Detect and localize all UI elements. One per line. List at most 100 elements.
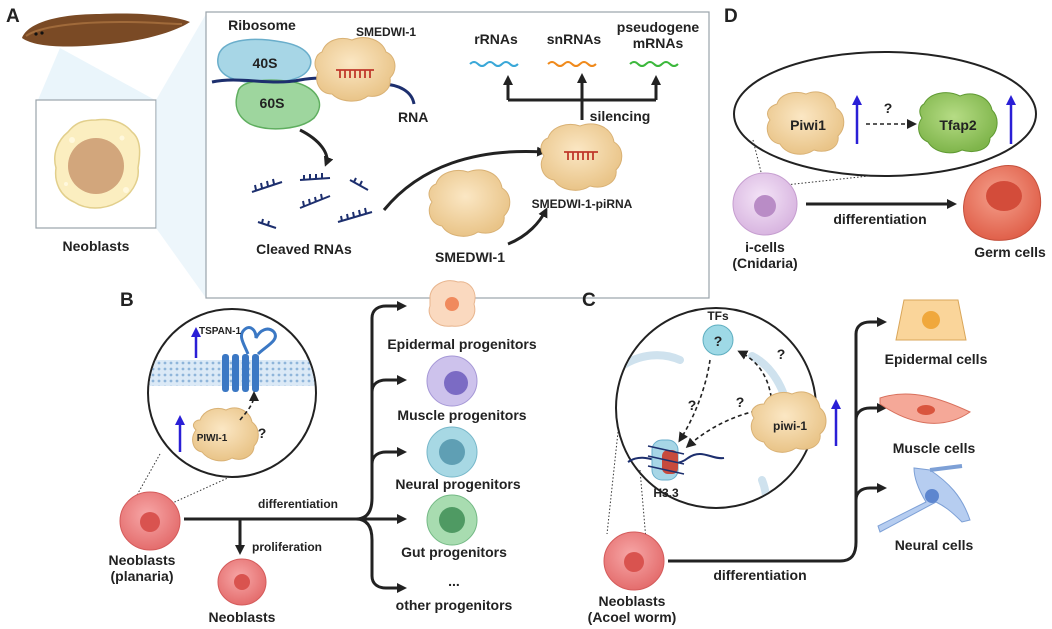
epidermal-cell [895, 299, 967, 341]
neoblasts-acoel-line1: Neoblasts [599, 593, 666, 609]
loading-arrow [382, 146, 547, 211]
c-branch-epidermal [668, 317, 887, 563]
c-branch-neural [854, 483, 887, 501]
neoblasts-acoel-line2: (Acoel worm) [588, 609, 677, 625]
piwi1-question: ? [884, 100, 893, 116]
smedwi-pirna-complex [540, 123, 623, 191]
c-target-neural: Neural cells [895, 537, 974, 553]
complex-label: SMEDWI-1-piRNA [532, 197, 633, 211]
c-branch-muscle [854, 403, 887, 421]
b-target-epidermal: Epidermal progenitors [387, 336, 537, 352]
zoom-dotline-c-left [606, 431, 619, 535]
neoblast-daughter [217, 558, 267, 606]
neoblasts-planaria-line2: (planaria) [110, 568, 173, 584]
nucleosome-h33 [627, 439, 725, 481]
piwi-to-tf-arrow [737, 350, 773, 405]
piwi1-protein: Piwi1 [766, 91, 845, 155]
epidermal-progenitor-cell [428, 280, 476, 327]
panel-b: B TSPAN-1 PIWI-1 ? Neoblasts [109, 280, 537, 625]
piwi1-to-tspan1-arrow [239, 391, 259, 421]
tfap2-protein: Tfap2 [918, 92, 998, 154]
icells-label-line1: i-cells [745, 239, 785, 255]
zoom-wedge [38, 48, 155, 100]
pseudogene-label-line2: mRNAs [633, 35, 684, 51]
piwi1-label-c: piwi-1 [773, 419, 807, 433]
panel-a: A Neoblasts Ribosome 4 [6, 6, 710, 299]
piwi1-label-b: PIWI-1 [197, 433, 228, 444]
b-target-neural: Neural progenitors [395, 476, 520, 492]
neoblasts-planaria-line1: Neoblasts [109, 552, 176, 568]
tspan1-label: TSPAN-1 [199, 326, 241, 337]
germ-cell [963, 165, 1042, 241]
icell [732, 172, 798, 236]
b-differentiation-label: differentiation [258, 497, 338, 511]
b-proliferation-label: proliferation [252, 540, 322, 554]
zoom-dotline-right [775, 175, 870, 187]
b-target-gut: Gut progenitors [401, 544, 507, 560]
neoblast-acoel [603, 531, 665, 591]
piwi1-protein-b [192, 407, 259, 462]
c-question-2: ? [688, 397, 697, 413]
b-branch-other [355, 517, 407, 593]
gut-progenitor-cell [426, 494, 478, 546]
muscle-progenitor-cell [426, 355, 478, 407]
planarian-worm [22, 13, 190, 47]
piwi1-question-b: ? [258, 425, 267, 441]
h33-label: H3.3 [653, 486, 679, 500]
c-target-epidermal: Epidermal cells [885, 351, 988, 367]
zoom-dotline-c-right [639, 469, 647, 541]
c-question-1: ? [777, 346, 786, 362]
panel-c: C ? TFs ? ? ? piwi-1 [582, 290, 988, 625]
snrna-wave [547, 61, 597, 67]
ribosome-60s-label: 60S [260, 95, 285, 111]
tf-to-h33-arrow [678, 359, 711, 443]
rna-label: RNA [398, 109, 428, 125]
panel-c-letter: C [582, 290, 596, 311]
piwi1-protein-c [750, 391, 827, 453]
panel-a-letter: A [6, 6, 20, 27]
smedwi-protein-top [314, 37, 396, 102]
snrnas-label: snRNAs [547, 31, 602, 47]
zoom-dotline-left [752, 139, 765, 185]
neoblast-cell-large [54, 118, 141, 209]
smedwi-bottom-label: SMEDWI-1 [435, 249, 505, 265]
smedwi-top-label: SMEDWI-1 [356, 25, 416, 39]
neoblasts-label: Neoblasts [63, 238, 130, 254]
d-differentiation-label: differentiation [833, 211, 926, 227]
piwi1-label: Piwi1 [790, 117, 826, 133]
c-target-muscle: Muscle cells [893, 440, 976, 456]
neoblasts-daughter-label: Neoblasts [209, 609, 276, 625]
cleaved-rnas-label: Cleaved RNAs [256, 241, 352, 257]
neural-progenitor-cell [426, 426, 478, 478]
zoom-wedge-main [156, 14, 206, 298]
panel-d: D Piwi1 ? Tfap2 differentiation i-cells … [724, 6, 1046, 271]
muscle-cell [879, 393, 972, 424]
icells-label-line2: (Cnidaria) [732, 255, 797, 271]
smedwi-protein-bottom [428, 169, 511, 237]
b-target-other: other progenitors [396, 597, 513, 613]
b-target-ellipsis: ... [448, 573, 460, 589]
c-differentiation-label: differentiation [713, 567, 806, 583]
germ-cells-label: Germ cells [974, 244, 1046, 260]
tfs-label: TFs [707, 309, 729, 323]
b-branch-muscle [370, 375, 407, 393]
rrna-wave [469, 61, 519, 67]
pseudogene-label-line1: pseudogene [617, 19, 700, 35]
panel-b-letter: B [120, 290, 134, 311]
zoom-circle-b [147, 308, 317, 478]
cleaved-rna-fragments [251, 173, 373, 229]
rrnas-label: rRNAs [474, 31, 518, 47]
neural-cell [877, 464, 971, 533]
zoom-dotline-b-right [167, 476, 231, 506]
neoblast-planaria [119, 491, 181, 551]
b-target-muscle: Muscle progenitors [397, 407, 526, 423]
b-branch-neural [370, 447, 407, 465]
ribosome-label: Ribosome [228, 17, 296, 33]
tf-question: ? [714, 333, 723, 349]
zoom-dotline-b-left [136, 453, 161, 496]
ribosome-40s-label: 40S [253, 55, 278, 71]
cleave-arrow [299, 128, 334, 167]
binding-arrow [507, 207, 548, 246]
mrna-wave [629, 61, 679, 67]
